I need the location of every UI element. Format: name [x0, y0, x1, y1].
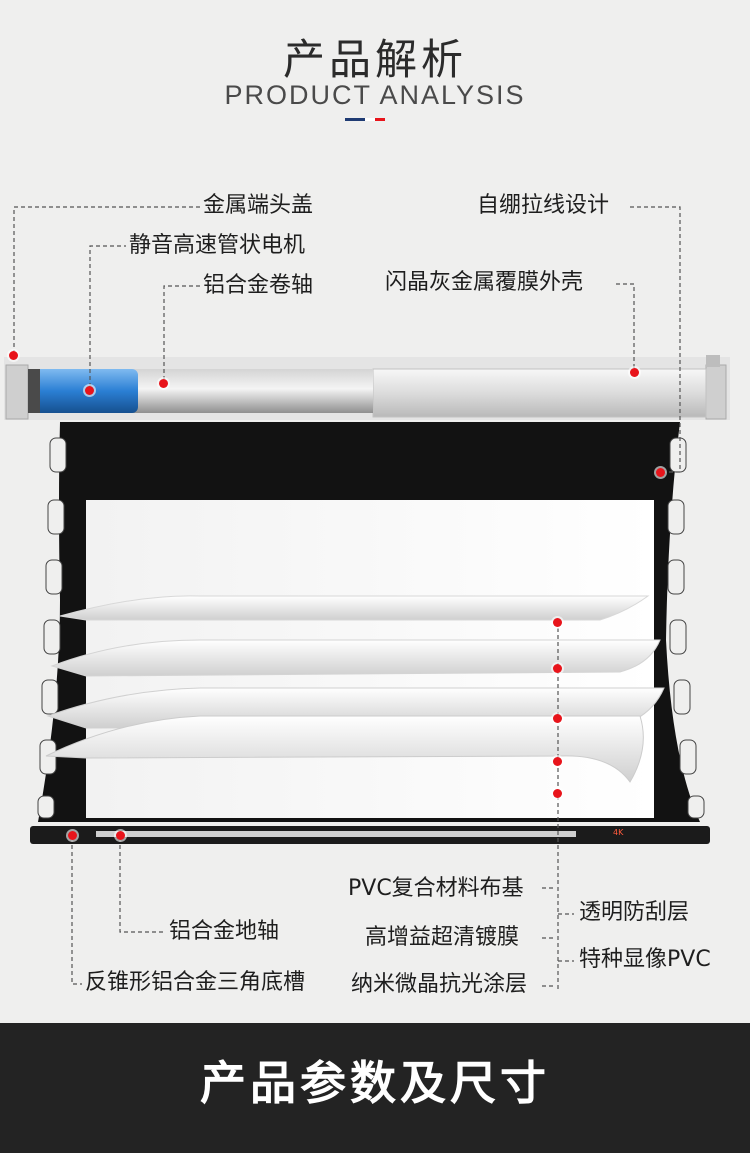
- title-divider-blue: [345, 118, 365, 121]
- label-self-tension: 自绷拉线设计: [474, 193, 613, 219]
- hotspot-dot-triangle-slot: [68, 831, 77, 840]
- section-title-specs: 产品参数及尺寸: [200, 1056, 550, 1110]
- hotspot-dot-shell: [630, 368, 639, 377]
- label-triangle-slot: 反锥形铝合金三角底槽: [82, 970, 309, 996]
- hotspot-dot-layer-5: [553, 789, 562, 798]
- hotspot-dot-tension: [656, 468, 665, 477]
- projector-screen-illustration: [4, 206, 730, 990]
- hotspot-dot-end-cap: [9, 351, 18, 360]
- hotspot-dot-bottom-bar: [116, 831, 125, 840]
- label-shell: 闪晶灰金属覆膜外壳: [382, 270, 587, 296]
- hotspot-dot-layer-3: [553, 714, 562, 723]
- bottom-bar: [30, 826, 710, 844]
- label-nano-coating: 纳米微晶抗光涂层: [348, 972, 531, 998]
- hotspot-dot-reel: [159, 379, 168, 388]
- page-subtitle: PRODUCT ANALYSIS: [224, 80, 526, 110]
- hotspot-dot-layer-4: [553, 757, 562, 766]
- label-scratch-layer: 透明防刮层: [576, 900, 693, 926]
- screen-layers: [45, 595, 665, 783]
- hotspot-dot-motor: [85, 386, 94, 395]
- label-high-gain: 高增益超清镀膜: [362, 925, 523, 951]
- label-pvc-base: PVC复合材料布基: [345, 876, 527, 902]
- label-alu-reel: 铝合金卷轴: [200, 273, 317, 299]
- leader-lines: [13, 206, 681, 990]
- section-footer-banner: [0, 1023, 750, 1153]
- page-title: 产品解析: [282, 35, 467, 84]
- resolution-badge: 4K: [613, 828, 624, 837]
- hotspot-dot-layer-2: [553, 664, 562, 673]
- hotspot-dot-layer-1: [553, 618, 562, 627]
- label-silent-motor: 静音高速管状电机: [126, 233, 309, 259]
- title-divider-white: [365, 118, 375, 121]
- title-divider-red: [375, 118, 385, 121]
- label-special-pvc: 特种显像PVC: [576, 947, 714, 973]
- label-metal-end-cap: 金属端头盖: [200, 193, 317, 219]
- label-bottom-bar: 铝合金地轴: [166, 919, 283, 945]
- screen-housing: [4, 355, 730, 420]
